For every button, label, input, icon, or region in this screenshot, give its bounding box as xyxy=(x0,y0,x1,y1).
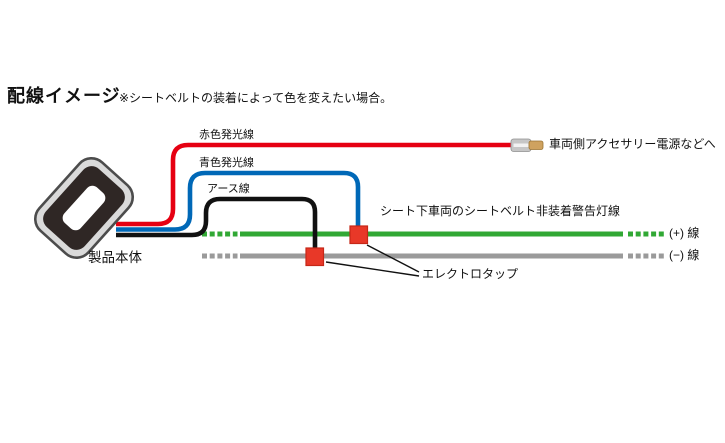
warning-line-title: シート下車両のシートベルト非装着警告灯線 xyxy=(380,204,621,218)
ground-wire-label: アース線 xyxy=(207,183,250,195)
page-note: ※シートベルトの装着によって色を変えたい場合。 xyxy=(119,91,393,105)
electro-tap-lower xyxy=(305,247,325,267)
red-wire xyxy=(116,142,512,227)
terminal-highlight xyxy=(513,143,529,147)
product-device xyxy=(33,157,135,259)
tap-pointer-line-lower xyxy=(325,261,420,277)
accessory-power-label: 車両側アクセサリー電源などへ xyxy=(549,137,716,151)
minus-line-label: (−) 線 xyxy=(669,248,700,262)
device-label: 製品本体 xyxy=(88,250,142,265)
plus-line-label: (+) 線 xyxy=(669,226,700,240)
page-title: 配線イメージ xyxy=(7,86,121,106)
bullet-terminal-icon xyxy=(510,138,544,152)
red-wire-label: 赤色発光線 xyxy=(199,129,254,141)
terminal-tip xyxy=(528,140,544,150)
electro-tap-label: エレクトロタップ xyxy=(422,267,519,281)
tap-pointer-line-upper xyxy=(366,244,420,273)
device-hole xyxy=(62,185,106,231)
electro-tap-upper xyxy=(349,225,369,245)
ground-wire xyxy=(116,196,318,250)
blue-wire xyxy=(116,170,361,232)
blue-wire-label: 青色発光線 xyxy=(199,157,254,169)
